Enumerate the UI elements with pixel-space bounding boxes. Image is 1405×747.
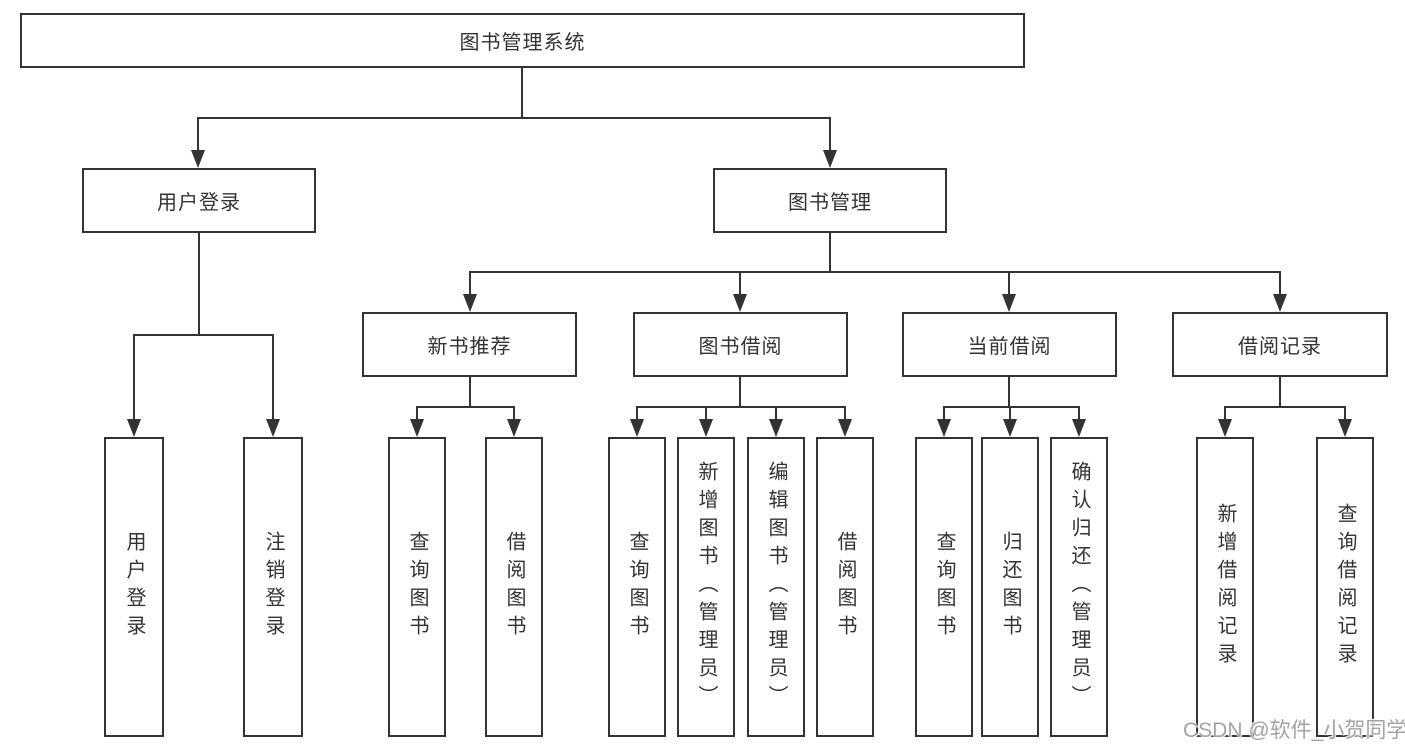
arrowhead-new-book <box>463 294 477 312</box>
arrowhead-g4-add-record <box>1218 419 1232 437</box>
edge-drop-login <box>133 334 135 419</box>
node-l3-current-borrow: 当前借阅 <box>902 312 1117 377</box>
edge-book-management-stem <box>829 233 831 272</box>
edge-drop-borrow-records <box>1279 271 1281 294</box>
arrowhead-g2-add-book <box>699 419 713 437</box>
edge-g1-drop-2 <box>513 406 515 419</box>
edge-g2-bar <box>636 406 846 408</box>
node-l4-add-borrow-record: 新增借阅记录 <box>1196 437 1254 737</box>
arrowhead-g3-return-book <box>1003 419 1017 437</box>
arrowhead-login <box>127 419 141 437</box>
node-root: 图书管理系统 <box>20 13 1025 68</box>
edge-l3-bar <box>469 271 1281 273</box>
edge-drop-book-management <box>829 117 831 151</box>
edge-user-login-stem <box>198 233 200 335</box>
edge-g1-drop-1 <box>416 406 418 419</box>
node-l4-return-book: 归还图书 <box>981 437 1039 737</box>
edge-root-stem <box>521 68 523 118</box>
edge-drop-book-borrow <box>739 271 741 294</box>
edge-l1-bar <box>197 117 831 119</box>
csdn-watermark: CSDN @软件_小贺同学 <box>1183 719 1405 742</box>
arrowhead-g1-query-book <box>410 419 424 437</box>
arrowhead-g3-query-book <box>937 419 951 437</box>
node-l4-confirm-return-admin: 确认归还（管理员） <box>1050 437 1108 737</box>
edge-g2-drop-1 <box>636 406 638 419</box>
node-l2-user-login: 用户登录 <box>82 168 316 233</box>
edge-g4-bar <box>1224 406 1346 408</box>
node-l4-query-borrow-record: 查询借阅记录 <box>1316 437 1374 737</box>
edge-g4-drop-2 <box>1344 406 1346 419</box>
arrowhead-logout <box>266 419 280 437</box>
arrowhead-user-login <box>191 150 205 168</box>
arrowhead-book-management <box>823 150 837 168</box>
edge-g3-stem <box>1008 377 1010 407</box>
node-l4-query-book-recommend: 查询图书 <box>388 437 446 737</box>
arrowhead-g4-query-record <box>1338 419 1352 437</box>
edge-user-login-bar <box>133 334 274 336</box>
edge-g3-bar <box>943 406 1080 408</box>
node-l3-borrow-records: 借阅记录 <box>1172 312 1388 377</box>
edge-drop-logout <box>272 334 274 419</box>
edge-drop-user-login <box>197 117 199 151</box>
edge-g1-stem <box>469 377 471 407</box>
edge-g4-stem <box>1279 377 1281 407</box>
node-l4-user-login: 用户登录 <box>104 437 164 737</box>
arrowhead-current-borrow <box>1002 294 1016 312</box>
edge-g3-drop-3 <box>1078 406 1080 419</box>
arrowhead-borrow-records <box>1273 294 1287 312</box>
edge-g2-drop-2 <box>705 406 707 419</box>
node-l3-new-book-recommend: 新书推荐 <box>362 312 577 377</box>
node-l4-edit-book-admin: 编辑图书（管理员） <box>747 437 805 737</box>
edge-g2-drop-3 <box>775 406 777 419</box>
node-l4-borrow-book: 借阅图书 <box>816 437 874 737</box>
node-l4-logout: 注销登录 <box>243 437 303 737</box>
arrowhead-g3-confirm-return <box>1072 419 1086 437</box>
arrowhead-book-borrow <box>733 294 747 312</box>
arrowhead-g2-edit-book <box>769 419 783 437</box>
arrowhead-g1-borrow-book <box>507 419 521 437</box>
edge-g1-bar <box>416 406 515 408</box>
edge-g3-drop-2 <box>1009 406 1011 419</box>
node-l4-borrow-book-recommend: 借阅图书 <box>485 437 543 737</box>
edge-g2-drop-4 <box>844 406 846 419</box>
arrowhead-g2-query-book <box>630 419 644 437</box>
node-l4-query-book-current: 查询图书 <box>915 437 973 737</box>
edge-drop-current-borrow <box>1008 271 1010 294</box>
node-l2-book-management: 图书管理 <box>713 168 947 233</box>
node-l4-query-book-borrow: 查询图书 <box>608 437 666 737</box>
edge-g3-drop-1 <box>943 406 945 419</box>
edge-g4-drop-1 <box>1224 406 1226 419</box>
node-l3-book-borrow: 图书借阅 <box>633 312 848 377</box>
node-l4-add-book-admin: 新增图书（管理员） <box>677 437 735 737</box>
edge-drop-new-book <box>469 271 471 294</box>
arrowhead-g2-borrow-book <box>838 419 852 437</box>
edge-g2-stem <box>739 377 741 407</box>
